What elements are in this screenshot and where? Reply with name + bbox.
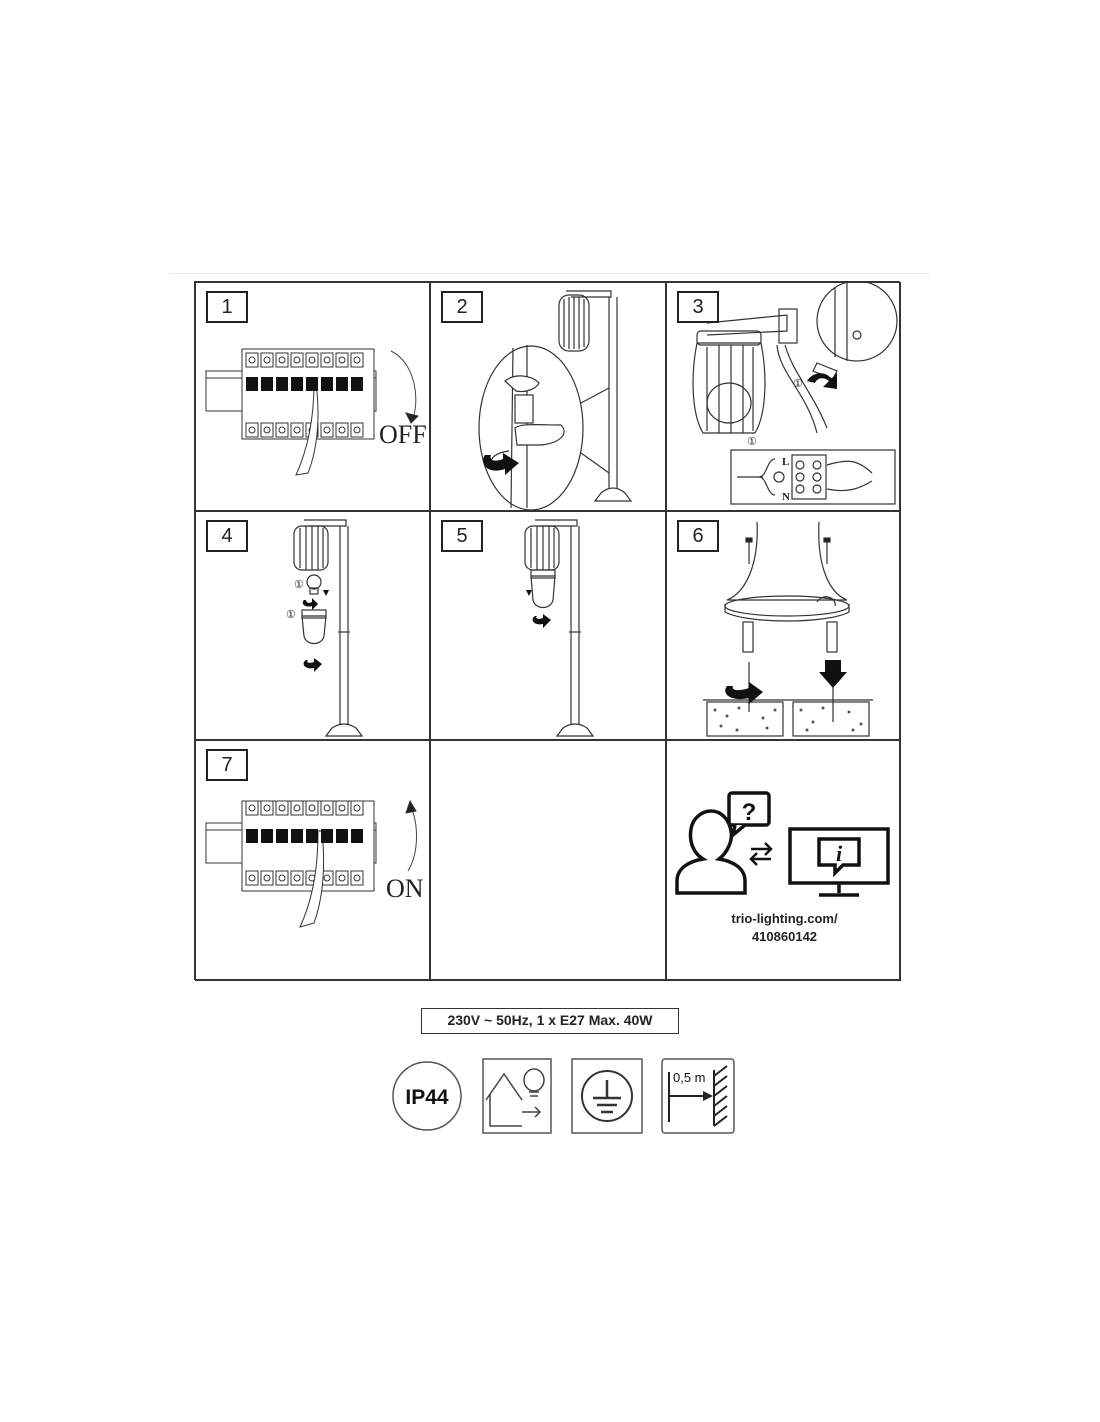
step-3-callout-b: ① bbox=[747, 436, 757, 448]
ip-rating-label: IP44 bbox=[405, 1086, 449, 1109]
speech-bubble-icon bbox=[727, 791, 771, 827]
question-mark: ? bbox=[742, 799, 757, 826]
step-2-panel: 2 bbox=[430, 282, 666, 511]
earth-ground-icon bbox=[571, 1058, 643, 1139]
online-info-panel: ? i trio-lighting.com/ 410860142 bbox=[666, 740, 901, 981]
step-4-callout-b: ① bbox=[286, 609, 296, 621]
lamp-closing-illustration bbox=[524, 519, 595, 737]
step-4-callout-a: ① bbox=[294, 579, 304, 591]
step-5-panel: 5 bbox=[430, 511, 666, 740]
bulb-insert-illustration: ① ① bbox=[286, 519, 364, 737]
step-2-number: 2 bbox=[441, 291, 483, 323]
article-number: 410860142 bbox=[751, 929, 818, 944]
step-3-callout-a: ① bbox=[793, 378, 803, 390]
lamp-opening-illustration bbox=[478, 290, 633, 510]
wire-neutral-label: N bbox=[782, 491, 790, 503]
step-3-number: 3 bbox=[677, 291, 719, 323]
min-distance-icon: 0,5 m bbox=[661, 1058, 735, 1139]
breaker-on-illustration: ON bbox=[205, 799, 424, 928]
support-url[interactable]: trio-lighting.com/ bbox=[731, 911, 838, 926]
step-4-panel: ① ① 4 bbox=[195, 511, 430, 740]
instruction-grid: OFF 1 2 bbox=[194, 281, 901, 981]
breaker-off-illustration: OFF bbox=[205, 348, 427, 476]
step-4-number: 4 bbox=[206, 520, 248, 552]
step-3-panel: L N ① ① 3 bbox=[666, 282, 901, 511]
outdoor-use-icon bbox=[482, 1058, 552, 1139]
info-mark: i bbox=[836, 841, 843, 866]
wiring-illustration: L N ① ① bbox=[692, 283, 898, 505]
person-icon bbox=[675, 809, 747, 895]
step-7-panel: ON 7 bbox=[195, 740, 430, 981]
wire-live-label: L bbox=[782, 456, 789, 468]
step-1-panel: OFF 1 bbox=[195, 282, 430, 511]
mounting-illustration bbox=[703, 521, 873, 737]
step-6-panel: 6 bbox=[666, 511, 901, 740]
info-bubble-icon bbox=[817, 837, 861, 878]
step-1-off-label: OFF bbox=[379, 420, 427, 449]
step-7-number: 7 bbox=[206, 749, 248, 781]
empty-panel bbox=[430, 740, 666, 981]
online-help-illustration: ? i bbox=[675, 791, 890, 897]
step-6-number: 6 bbox=[677, 520, 719, 552]
step-5-number: 5 bbox=[441, 520, 483, 552]
page-rule bbox=[170, 273, 930, 274]
step-7-on-label: ON bbox=[386, 874, 424, 903]
distance-label: 0,5 m bbox=[673, 1070, 706, 1085]
electrical-spec: 230V ~ 50Hz, 1 x E27 Max. 40W bbox=[421, 1008, 679, 1034]
step-1-number: 1 bbox=[206, 291, 248, 323]
ip44-icon: IP44 bbox=[391, 1058, 463, 1139]
